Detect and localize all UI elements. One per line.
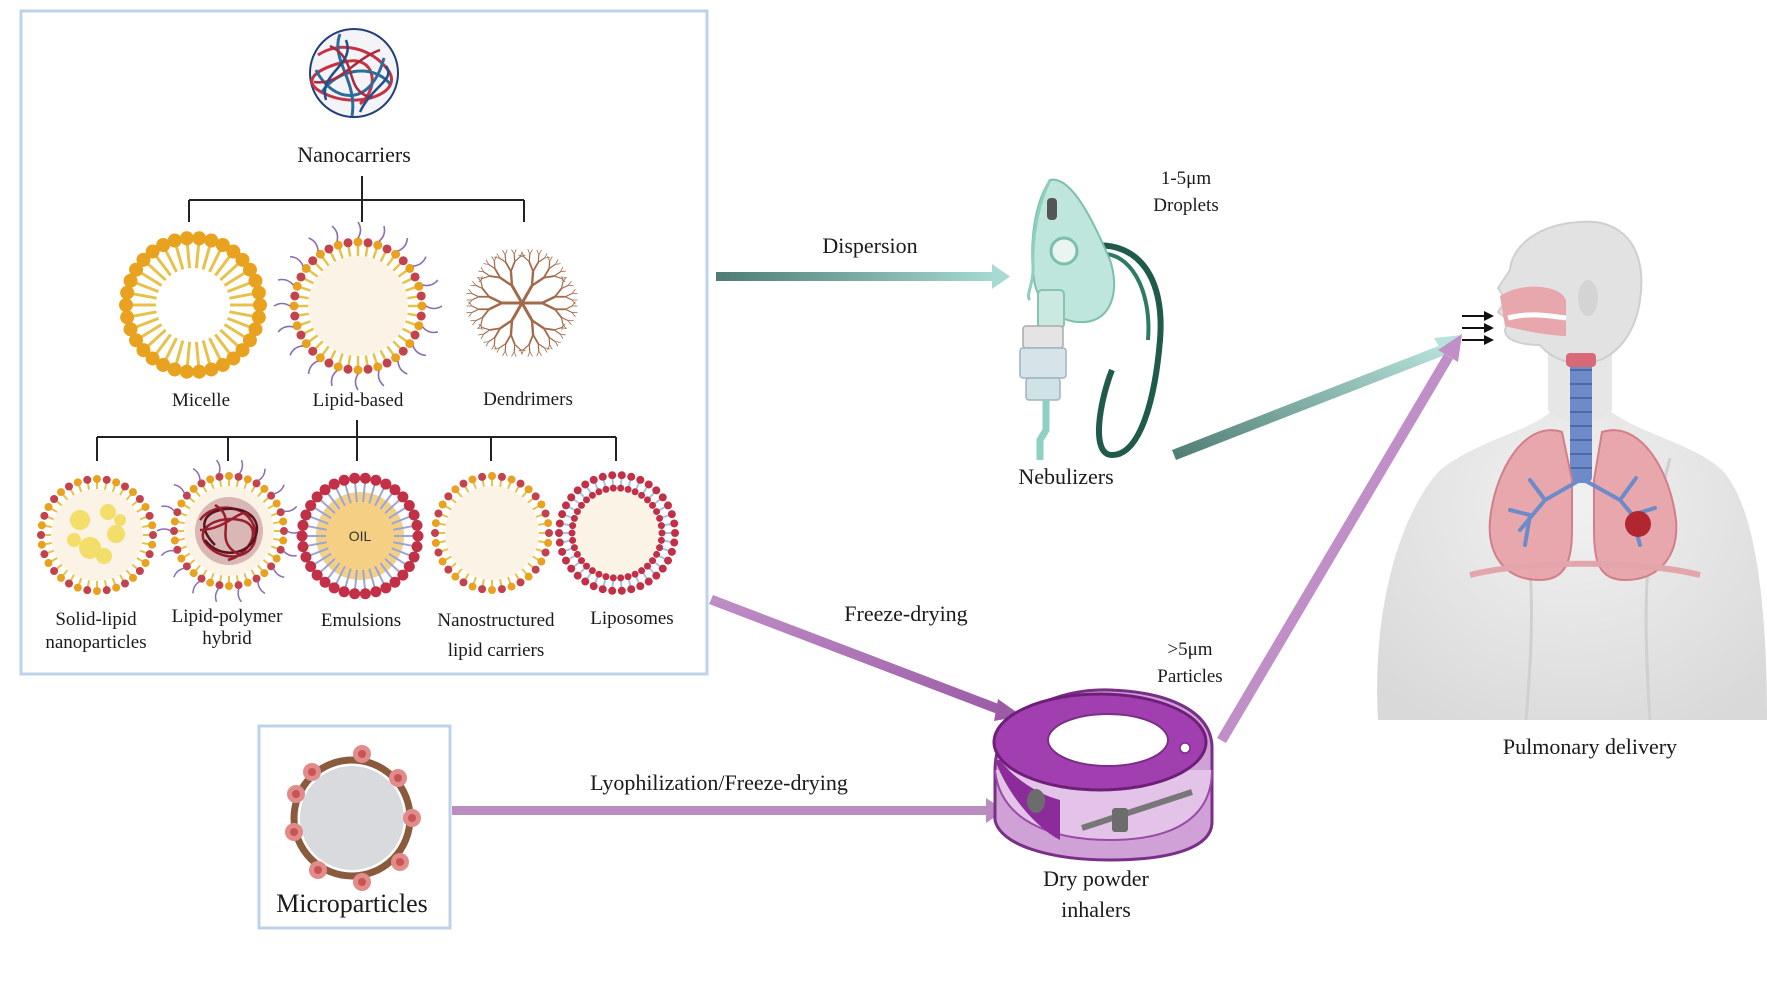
nebulizer-icon [1019,178,1164,460]
nanocarrier-ball-icon [309,28,399,118]
dendrimers-label: Dendrimers [483,389,573,410]
dpi-label-line1: Dry powder [1043,866,1149,891]
dpi-label-line2: inhalers [1061,897,1131,922]
nanocarriers-panel [19,9,709,676]
lph-label-line2: hybrid [202,628,252,649]
nebulizer-size-line2: Droplets [1153,195,1218,216]
dendrimer-icon [466,249,578,357]
freeze-drying-label: Freeze-drying [844,601,967,626]
dispersion-arrow [716,264,1010,289]
liposome-icon [555,471,679,595]
lipid-based-label: Lipid-based [313,390,404,411]
nebulizers-label: Nebulizers [1018,464,1113,489]
oil-label: OIL [349,528,372,544]
dpi-size-line2: Particles [1157,666,1222,687]
dispersion-label: Dispersion [822,233,917,258]
micelle-label: Micelle [172,390,230,411]
lipid-polymer-hybrid-icon [156,459,302,603]
nanostructured-lipid-carrier-icon [431,472,553,594]
tree-connector-level1 [188,176,525,222]
lyophilization-arrow [452,798,1005,823]
micelle-icon [119,231,267,379]
human-torso-icon [1377,220,1767,721]
nanocarriers-title: Nanocarriers [297,142,411,167]
liposomes-label: Liposomes [590,608,673,629]
dry-powder-inhaler-icon [992,688,1214,862]
microparticle-icon [285,745,421,891]
lyophilization-label: Lyophilization/Freeze-drying [590,770,848,795]
nebulizer-size-line1: 1-5μm [1161,168,1212,189]
sln-label-line2: nanoparticles [45,632,146,653]
tree-connector-level2 [96,420,617,461]
sln-label-line1: Solid-lipid [55,609,137,630]
nlc-label-line1: Nanostructured [437,610,555,631]
microparticles-panel [257,724,452,930]
microparticles-label: Microparticles [276,889,428,918]
solid-lipid-nanoparticle-icon [37,475,157,595]
lph-label-line1: Lipid-polymer [172,606,283,627]
lipid-based-icon [273,221,443,391]
nlc-label-line2: lipid carriers [448,640,545,661]
emulsions-label: Emulsions [321,610,401,631]
dpi-size-line1: >5μm [1167,639,1212,660]
emulsion-icon [296,472,424,600]
dpi-to-lungs-arrow [1217,334,1462,743]
pulmonary-delivery-label: Pulmonary delivery [1503,734,1677,759]
